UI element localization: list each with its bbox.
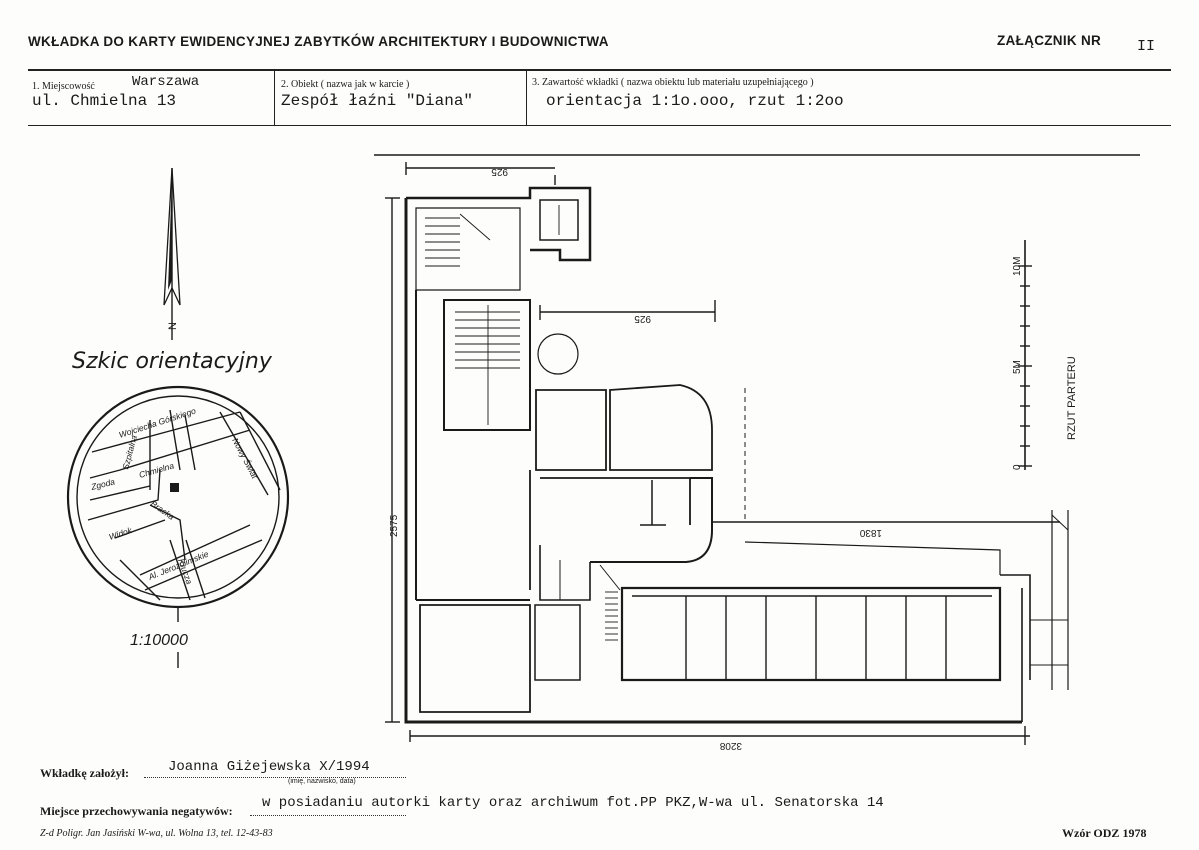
north-arrow-icon [163,167,181,340]
annex-label: ZAŁĄCZNIK NR [997,33,1102,48]
field-divider-1 [274,69,275,126]
scale-tick-label: 0 [1012,464,1023,470]
sketch-title: Szkic orientacyjny [72,349,273,374]
street-label: Widok [108,525,134,542]
dim-label: 2575 [389,514,400,537]
orientation-map: Wojciecha Górskiego Chmielna Szpitalna Z… [66,385,290,609]
dim-label: 3208 [719,740,742,751]
annex-number: II [1137,38,1156,55]
form-code: Wzór ODZ 1978 [1062,826,1147,840]
field-divider-2 [526,69,527,126]
street-label: Zgoda [89,476,116,492]
dim-label: 925 [634,313,651,324]
contents-label: 3. Zawartość wkładki ( nazwa obiektu lub… [532,77,814,88]
dim-label: 925 [491,166,508,177]
locality-label: 1. Miejscowość [32,81,95,92]
dim-label: 1830 [859,527,882,538]
plan-label: RZUT PARTERU [1066,356,1078,440]
created-by-label: Wkładkę założył: [40,766,129,780]
locality-value: Warszawa [132,74,200,90]
locality-street: ul. Chmielna 13 [32,92,177,110]
street-label: Nowy Świat [230,436,261,481]
scale-bar: 0 5M 10M RZUT PARTERU [1012,240,1078,470]
street-label: Bracka [149,498,177,522]
storage-value: w posiadaniu autorki karty oraz archiwum… [262,795,884,811]
storage-label: Miejsce przechowywania negatywów: [40,804,233,818]
object-value: Zespół łaźni "Diana" [281,92,474,110]
contents-value: orientacja 1:1o.ooo, rzut 1:2oo [546,92,844,110]
header-top-rule [28,69,1171,71]
created-by-hint: (imię, nazwisko, data) [288,778,356,785]
storage-line [250,815,406,816]
object-label: 2. Obiekt ( nazwa jak w karcie ) [281,79,410,90]
scale-tick-label: 5M [1012,360,1023,374]
floor-plan: 925 2575 [374,154,1140,751]
printer-imprint: Z-d Poligr. Jan Jasiński W-wa, ul. Wolna… [40,828,273,839]
header-bottom-rule [28,125,1171,126]
created-by-value: Joanna Giżejewska X/1994 [168,759,370,775]
north-letter: N [167,322,179,330]
form-title: WKŁADKA DO KARTY EWIDENCYJNEJ ZABYTKÓW A… [28,34,609,49]
scale-tick-label: 10M [1012,257,1023,276]
sketch-scale: 1:10000 [130,632,188,649]
created-by-line [144,777,406,778]
